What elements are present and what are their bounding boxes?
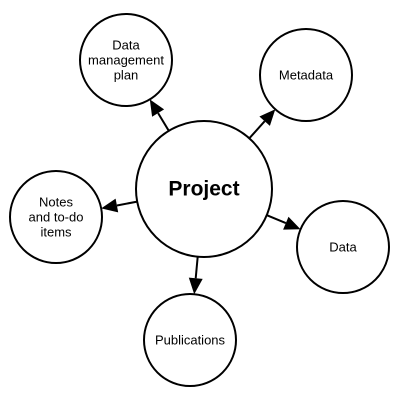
node-circle-metadata	[259, 28, 353, 122]
edge-project-to-metadata	[248, 120, 266, 139]
node-circle-data	[296, 200, 390, 294]
node-label-data-management-plan-line-2: management	[88, 53, 164, 68]
edge-project-to-notes-and-to-do-items	[116, 200, 138, 207]
arrowhead-data-management-plan	[149, 99, 165, 117]
arrowhead-data	[283, 216, 301, 230]
node-label-publications-line-1: Publications	[155, 333, 226, 348]
node-label-notes-and-to-do-items-line-3: items	[40, 225, 72, 240]
node-circle-data-management-plan	[79, 13, 173, 107]
arrowhead-notes-and-to-do-items	[101, 198, 119, 213]
arrowhead-metadata	[259, 109, 276, 126]
node-data: Data	[296, 200, 390, 294]
node-project: Project	[135, 120, 273, 258]
edge-project-to-data	[266, 214, 287, 225]
node-label-notes-and-to-do-items-line-2: and to-do	[29, 210, 84, 225]
edge-project-to-publications	[194, 256, 199, 279]
node-circle-project	[135, 120, 273, 258]
node-label-project-line-1: Project	[168, 178, 239, 201]
node-circle-notes-and-to-do-items	[9, 170, 103, 264]
node-label-notes-and-to-do-items-line-1: Notes	[39, 195, 73, 210]
edge-project-to-data-management-plan	[157, 112, 170, 132]
arrowhead-publications	[188, 277, 203, 295]
node-label-metadata-line-1: Metadata	[279, 68, 334, 83]
node-label-data-line-1: Data	[329, 240, 357, 255]
node-label-data-management-plan-line-1: Data	[112, 38, 140, 53]
node-circle-publications	[143, 293, 237, 387]
node-label-data-management-plan-line-3: plan	[114, 68, 139, 83]
node-metadata: Metadata	[259, 28, 353, 122]
edges-layer	[101, 99, 301, 295]
node-publications: Publications	[143, 293, 237, 387]
